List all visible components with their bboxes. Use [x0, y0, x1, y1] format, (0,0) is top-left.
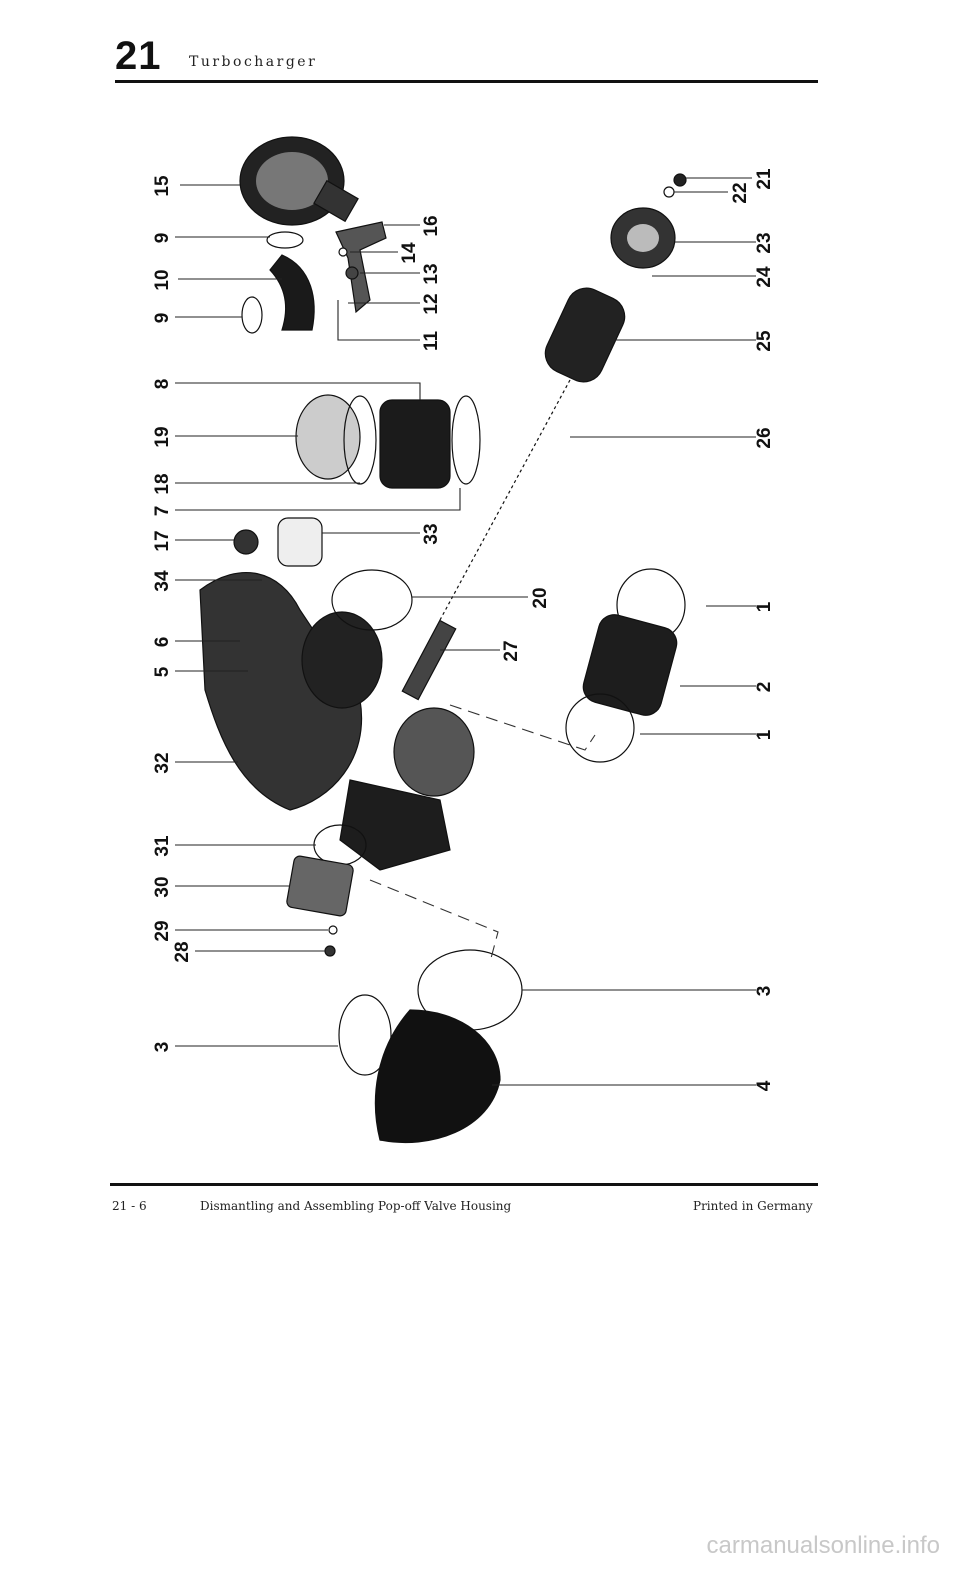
callout-2: 2 — [754, 682, 775, 693]
callout-22: 22 — [730, 182, 751, 203]
leader-lines — [175, 177, 756, 1086]
part-filter-housing — [379, 399, 451, 489]
part-bypass-housing — [199, 572, 363, 811]
chapter-title: Turbocharger — [189, 54, 318, 70]
part-nut — [345, 266, 359, 280]
callout-27: 27 — [501, 640, 522, 661]
assembly-axis-lower — [369, 879, 499, 963]
callout-10: 10 — [152, 269, 173, 290]
callout-3b: 3 — [754, 986, 775, 997]
callout-9a: 9 — [152, 233, 173, 244]
part-throttle-body — [393, 707, 475, 797]
part-pop-off-valve-face — [256, 152, 328, 210]
callout-1a: 1 — [754, 601, 775, 612]
page-number: 21 - 6 — [112, 1199, 147, 1213]
callout-26: 26 — [754, 427, 775, 448]
callout-19: 19 — [152, 426, 173, 447]
callout-32: 32 — [152, 752, 173, 773]
callout-28: 28 — [172, 941, 193, 962]
callout-13: 13 — [421, 263, 442, 284]
assembly-axis-upper — [449, 704, 596, 751]
callout-14: 14 — [399, 242, 420, 264]
leader-8 — [175, 382, 421, 400]
part-washer — [338, 247, 348, 257]
callout-25: 25 — [754, 330, 775, 352]
leader-11 — [337, 300, 420, 341]
callout-15: 15 — [152, 175, 173, 197]
part-washer-29 — [328, 925, 338, 935]
callout-1b: 1 — [754, 729, 775, 740]
part-hose-clamp-3b — [338, 994, 392, 1076]
part-illustrations — [199, 136, 687, 1144]
part-nut-28 — [324, 945, 336, 957]
callout-23: 23 — [754, 232, 775, 253]
part-washer-22 — [663, 186, 675, 198]
part-rubber-elbow — [374, 1009, 501, 1144]
callout-18: 18 — [152, 473, 173, 494]
header-rule — [115, 80, 818, 83]
callout-6: 6 — [152, 637, 173, 648]
part-cover-dome — [295, 394, 361, 480]
printed-note: Printed in Germany — [693, 1199, 813, 1213]
part-bolt-21 — [673, 173, 687, 187]
part-connecting-hose — [582, 614, 678, 716]
callout-11: 11 — [421, 331, 442, 352]
part-throttle-housing — [339, 779, 451, 871]
part-check-valve — [277, 517, 323, 567]
footer-rule — [110, 1183, 818, 1186]
callout-labels: 15 9 10 9 8 19 18 7 17 34 6 5 32 31 30 2… — [152, 168, 775, 1091]
callout-16: 16 — [421, 215, 442, 236]
callout-4: 4 — [754, 1080, 775, 1091]
callout-24: 24 — [754, 266, 775, 288]
callout-30: 30 — [152, 876, 173, 897]
callout-33: 33 — [421, 523, 442, 544]
callout-31: 31 — [152, 835, 173, 857]
part-housing-outlet — [301, 611, 383, 709]
callout-21: 21 — [754, 168, 775, 190]
part-valve-cap — [233, 529, 259, 555]
part-push-rod — [401, 619, 457, 701]
callout-7: 7 — [152, 506, 173, 517]
part-tube — [544, 287, 626, 383]
part-flange-bore — [627, 224, 659, 252]
exploded-parts-diagram: 15 9 10 9 8 19 18 7 17 34 6 5 32 31 30 2… — [152, 136, 775, 1144]
callout-3a: 3 — [152, 1042, 173, 1053]
callout-20: 20 — [530, 587, 551, 608]
part-sealing-ring — [343, 395, 377, 485]
section-title: Dismantling and Assembling Pop-off Valve… — [200, 1199, 512, 1213]
callout-8: 8 — [152, 379, 173, 390]
part-clamp-ring — [451, 395, 481, 485]
callout-29: 29 — [152, 920, 173, 941]
chapter-number: 21 — [115, 34, 162, 78]
part-bracket — [335, 221, 387, 314]
callout-5: 5 — [152, 666, 173, 677]
part-diaphragm-cover — [286, 855, 354, 917]
callout-9b: 9 — [152, 313, 173, 324]
callout-17: 17 — [152, 530, 173, 551]
part-hose-clamp-1b — [565, 693, 635, 763]
part-valve-flange — [313, 179, 359, 223]
part-elbow-hose — [269, 254, 315, 331]
watermark: carmanualsonline.info — [706, 1532, 940, 1559]
callout-12: 12 — [421, 293, 442, 314]
leader-7 — [175, 488, 461, 511]
part-o-ring — [331, 569, 413, 631]
part-hose-clamp-upper — [266, 231, 304, 249]
part-hose-clamp-lower — [241, 296, 263, 334]
callout-34: 34 — [152, 570, 173, 592]
